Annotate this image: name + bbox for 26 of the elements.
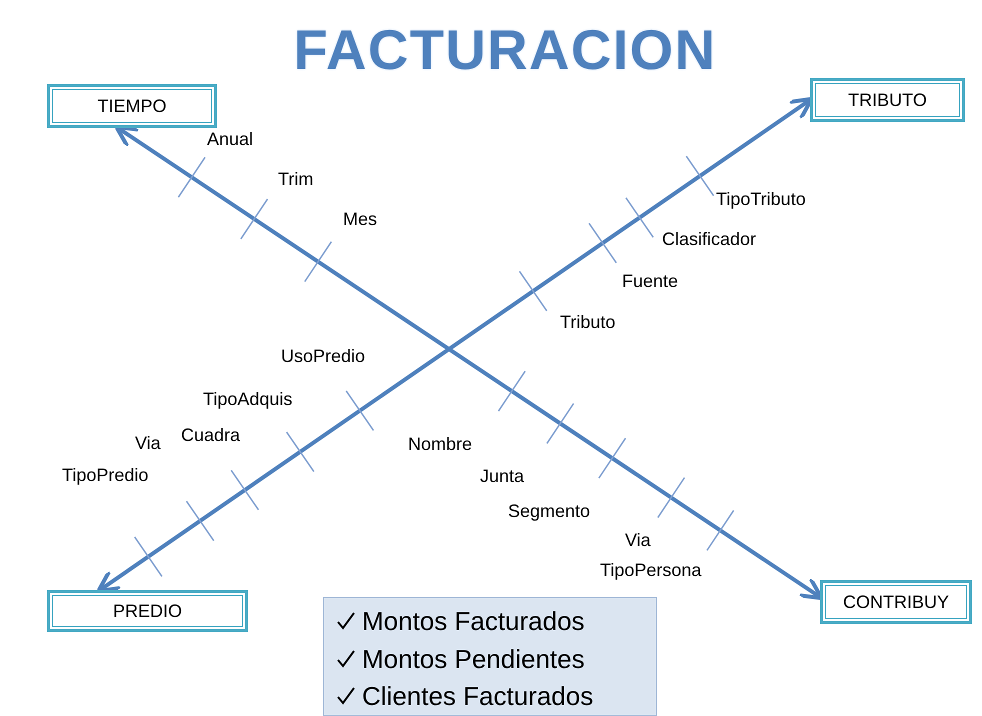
attribute-label: TipoPersona <box>600 559 702 582</box>
attribute-label: Nombre <box>408 433 472 456</box>
attribute-label: Clasificador <box>662 228 756 250</box>
attribute-label: Segmento <box>508 500 590 522</box>
attribute-label: TipoPredio <box>62 464 148 486</box>
dimension-box: CONTRIBUY <box>820 580 972 624</box>
attribute-label: Tributo <box>560 311 616 334</box>
attribute-label: TipoTributo <box>716 188 806 210</box>
attribute-label: Anual <box>207 128 254 150</box>
attribute-label: Via <box>135 432 161 454</box>
attribute-label: Trim <box>278 168 314 190</box>
title: FACTURACION <box>292 17 718 83</box>
list-item: Montos Facturados <box>362 608 585 634</box>
list-item: Montos Pendientes <box>362 646 585 672</box>
attribute-label: Cuadra <box>181 424 240 446</box>
attribute-label: TipoAdquis <box>203 388 292 410</box>
attribute-label: Fuente <box>622 270 678 292</box>
attribute-label: Via <box>625 529 651 552</box>
attribute-label: UsoPredio <box>281 345 366 368</box>
dimension-box: TRIBUTO <box>810 78 965 122</box>
dimension-box: PREDIO <box>47 590 248 632</box>
checklist-panel <box>323 597 657 716</box>
attribute-label: Junta <box>480 465 524 488</box>
attribute-label: Mes <box>343 208 378 230</box>
dimension-box: TIEMPO <box>47 84 217 128</box>
list-item: Clientes Facturados <box>362 683 594 710</box>
